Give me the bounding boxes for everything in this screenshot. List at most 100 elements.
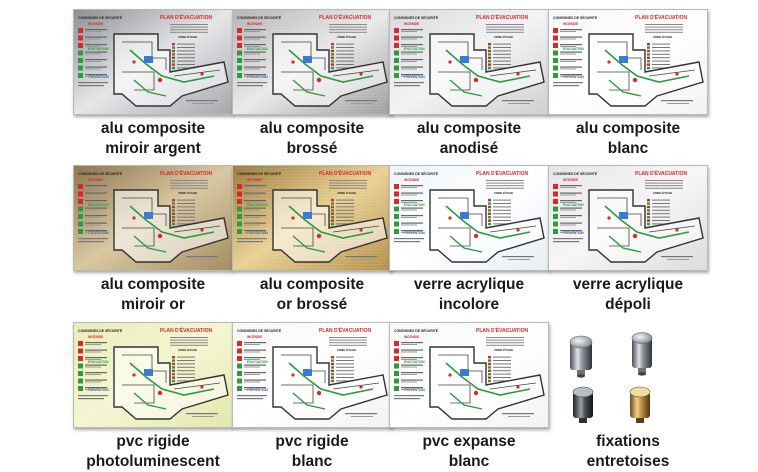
svg-text:ÉVACUATION: ÉVACUATION (247, 202, 268, 207)
caption-line-1: alu composite (259, 276, 365, 293)
fixing-silver-2 (631, 332, 653, 376)
svg-text:ÉVACUATION: ÉVACUATION (563, 46, 584, 51)
plate-drawing: CONSIGNES DE SÉCURITÉ PLAN D'ÉVACUATION IN… (549, 166, 707, 270)
svg-text:CONSIGNES DE SÉCURITÉ: CONSIGNES DE SÉCURITÉ (78, 328, 123, 333)
svg-text:CONSIGNES DE SÉCURITÉ: CONSIGNES DE SÉCURITÉ (237, 328, 282, 333)
svg-text:ZONE ÉTAGE: ZONE ÉTAGE (337, 190, 356, 195)
svg-text:INCENDIE: INCENDIE (247, 22, 262, 26)
svg-text:ÉVACUATION: ÉVACUATION (404, 359, 425, 364)
plate-drawing: CONSIGNES DE SÉCURITÉ PLAN D'ÉVACUATION IN… (74, 323, 232, 427)
svg-text:PLAN D'ÉVACUATION: PLAN D'ÉVACUATION (160, 13, 213, 21)
product-caption: alu composite miroir or (63, 275, 243, 315)
svg-text:PLAN D'ÉVACUATION: PLAN D'ÉVACUATION (476, 169, 529, 177)
fixing-silver-1 (569, 335, 593, 378)
svg-text:PLAN D'ÉVACUATION: PLAN D'ÉVACUATION (635, 169, 688, 177)
svg-text:CONSIGNES DE SÉCURITÉ: CONSIGNES DE SÉCURITÉ (237, 171, 282, 176)
product-caption: alu composite anodisé (379, 119, 559, 159)
standoff-fixings-image[interactable] (548, 322, 706, 426)
product-caption: fixations entretoises (538, 432, 718, 472)
caption-line-1: pvc rigide (275, 433, 349, 450)
caption-line-1: pvc expanse (422, 433, 516, 450)
svg-text:INCENDIE: INCENDIE (88, 178, 103, 182)
caption-line-2: blanc (448, 453, 490, 470)
svg-text:ÉVACUATION: ÉVACUATION (404, 46, 425, 51)
caption-line-1: verre acrylique (413, 276, 525, 293)
svg-text:INCENDIE: INCENDIE (563, 178, 578, 182)
svg-text:INCENDIE: INCENDIE (563, 22, 578, 26)
caption-line-2: brossé (286, 140, 338, 157)
svg-text:CONSIGNES DE SÉCURITÉ: CONSIGNES DE SÉCURITÉ (553, 171, 598, 176)
svg-text:CONSIGNES DE SÉCURITÉ: CONSIGNES DE SÉCURITÉ (78, 171, 123, 176)
product-caption: alu composite brossé (222, 119, 402, 159)
svg-text:INCENDIE: INCENDIE (404, 178, 419, 182)
caption-line-2: anodisé (439, 140, 499, 157)
fixing-dark (572, 386, 594, 423)
caption-line-2: entretoises (586, 453, 670, 470)
svg-text:ÉVACUATION: ÉVACUATION (247, 359, 268, 364)
svg-text:ZONE ÉTAGE: ZONE ÉTAGE (494, 347, 513, 352)
caption-line-1: alu composite (416, 120, 522, 137)
svg-text:PLAN D'ÉVACUATION: PLAN D'ÉVACUATION (319, 13, 372, 21)
svg-text:ZONE ÉTAGE: ZONE ÉTAGE (653, 34, 672, 39)
product-caption: verre acrylique incolore (379, 275, 559, 315)
svg-text:ÉVACUATION: ÉVACUATION (563, 202, 584, 207)
product-caption: alu composite miroir argent (63, 119, 243, 159)
svg-text:INCENDIE: INCENDIE (404, 22, 419, 26)
svg-text:ZONE ÉTAGE: ZONE ÉTAGE (653, 190, 672, 195)
caption-line-1: alu composite (100, 276, 206, 293)
svg-text:INCENDIE: INCENDIE (88, 335, 103, 339)
caption-line-2: blanc (291, 453, 333, 470)
evacuation-plan-plate[interactable]: CONSIGNES DE SÉCURITÉ PLAN D'ÉVACUATION IN… (548, 165, 708, 271)
svg-text:PLAN D'ÉVACUATION: PLAN D'ÉVACUATION (476, 326, 529, 334)
product-caption: pvc rigide photoluminescent (63, 432, 243, 472)
product-caption: pvc rigide blanc (222, 432, 402, 472)
svg-text:INCENDIE: INCENDIE (247, 335, 262, 339)
caption-line-1: verre acrylique (572, 276, 684, 293)
svg-text:CONSIGNES DE SÉCURITÉ: CONSIGNES DE SÉCURITÉ (553, 15, 598, 20)
evacuation-plan-plate[interactable]: CONSIGNES DE SÉCURITÉ PLAN D'ÉVACUATION IN… (73, 165, 233, 271)
product-caption: alu composite blanc (538, 119, 718, 159)
svg-text:ÉVACUATION: ÉVACUATION (404, 202, 425, 207)
caption-line-1: pvc rigide (116, 433, 190, 450)
svg-text:ÉVACUATION: ÉVACUATION (247, 46, 268, 51)
caption-line-2: miroir or (121, 296, 185, 313)
svg-text:INCENDIE: INCENDIE (404, 335, 419, 339)
svg-text:ZONE ÉTAGE: ZONE ÉTAGE (337, 347, 356, 352)
evacuation-plan-plate[interactable]: CONSIGNES DE SÉCURITÉ PLAN D'ÉVACUATION IN… (548, 9, 708, 115)
caption-line-1: alu composite (575, 120, 681, 137)
svg-text:ZONE ÉTAGE: ZONE ÉTAGE (178, 34, 197, 39)
plate-drawing: CONSIGNES DE SÉCURITÉ PLAN D'ÉVACUATION IN… (549, 10, 707, 114)
svg-text:PLAN D'ÉVACUATION: PLAN D'ÉVACUATION (160, 326, 213, 334)
caption-line-2: dépoli (605, 296, 651, 313)
svg-text:ZONE ÉTAGE: ZONE ÉTAGE (178, 347, 197, 352)
svg-text:PLAN D'ÉVACUATION: PLAN D'ÉVACUATION (160, 169, 213, 177)
plate-drawing: CONSIGNES DE SÉCURITÉ PLAN D'ÉVACUATION IN… (390, 323, 548, 427)
svg-text:PLAN D'ÉVACUATION: PLAN D'ÉVACUATION (476, 13, 529, 21)
standoff-fixings-illustration (569, 332, 653, 423)
svg-text:ZONE ÉTAGE: ZONE ÉTAGE (494, 190, 513, 195)
svg-text:CONSIGNES DE SÉCURITÉ: CONSIGNES DE SÉCURITÉ (78, 15, 123, 20)
svg-text:CONSIGNES DE SÉCURITÉ: CONSIGNES DE SÉCURITÉ (394, 328, 439, 333)
svg-text:ZONE ÉTAGE: ZONE ÉTAGE (178, 190, 197, 195)
evacuation-plan-plate[interactable]: CONSIGNES DE SÉCURITÉ PLAN D'ÉVACUATION IN… (389, 322, 549, 428)
svg-text:ÉVACUATION: ÉVACUATION (88, 202, 109, 207)
evacuation-plan-plate[interactable]: CONSIGNES DE SÉCURITÉ PLAN D'ÉVACUATION IN… (73, 322, 233, 428)
svg-text:INCENDIE: INCENDIE (247, 178, 262, 182)
caption-line-1: alu composite (259, 120, 365, 137)
plate-drawing: CONSIGNES DE SÉCURITÉ PLAN D'ÉVACUATION IN… (74, 166, 232, 270)
caption-line-2: miroir argent (105, 140, 201, 157)
svg-text:PLAN D'ÉVACUATION: PLAN D'ÉVACUATION (635, 13, 688, 21)
product-caption: alu composite or brossé (222, 275, 402, 315)
